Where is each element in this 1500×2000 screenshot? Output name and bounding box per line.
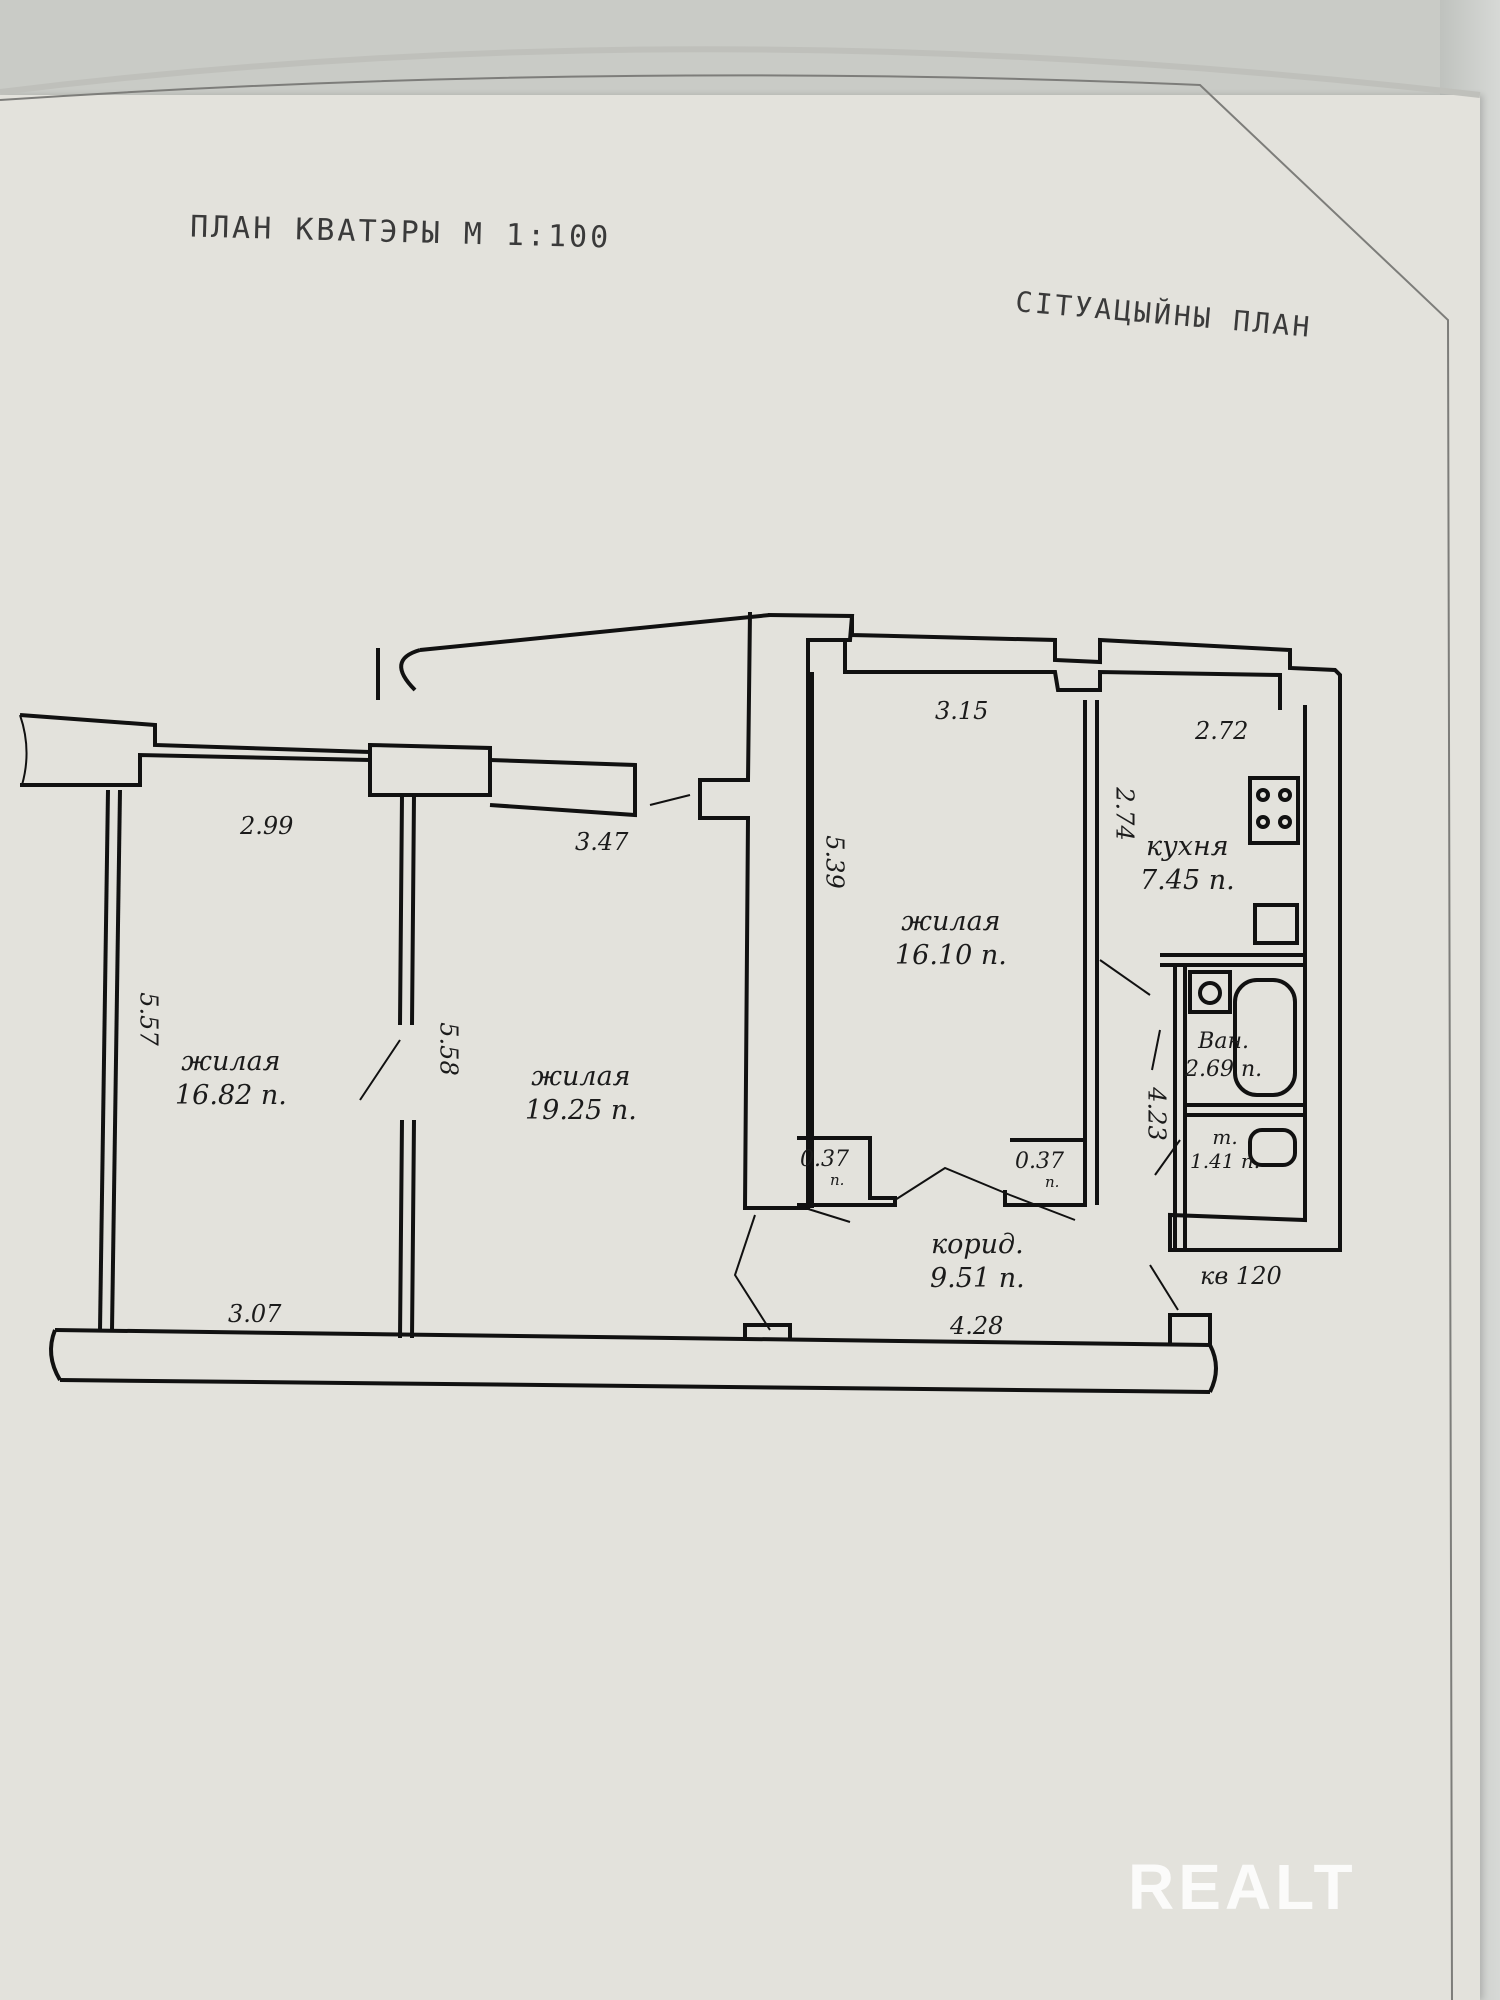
room-living-left: жилая 16.82 п. xyxy=(175,1045,287,1113)
room-toilet: т. 1.41 п. xyxy=(1190,1125,1260,1173)
dim-right-height: 5.39 xyxy=(820,835,849,889)
room-corridor: корид. 9.51 п. xyxy=(930,1228,1025,1296)
room-bath: Ван. 2.69 п. xyxy=(1185,1028,1262,1084)
dim-right-top: 3.15 xyxy=(935,697,989,725)
room-area: 9.51 п. xyxy=(930,1263,1025,1294)
room-name: т. xyxy=(1212,1125,1238,1149)
room-area: 1.41 п. xyxy=(1190,1149,1261,1173)
room-name: жилая xyxy=(181,1046,281,1077)
dim-bath-height: 4.23 xyxy=(1142,1087,1171,1141)
dim-left-bottom: 3.07 xyxy=(228,1300,282,1328)
room-area: 19.25 п. xyxy=(525,1095,637,1126)
closet-unit: п. xyxy=(830,1171,845,1189)
room-name: жилая xyxy=(531,1061,631,1092)
dim-kitchen-top: 2.72 xyxy=(1195,717,1249,745)
room-name: жилая xyxy=(901,906,1001,937)
dim-mid-height: 5.58 xyxy=(434,1022,463,1076)
room-living-mid: жилая 19.25 п. xyxy=(525,1060,637,1128)
closet-area: 0.37 xyxy=(800,1147,849,1172)
room-name: корид. xyxy=(930,1229,1024,1260)
dim-kitchen-height: 2.74 xyxy=(1110,787,1139,841)
dim-left-height: 5.57 xyxy=(134,992,163,1046)
realt-watermark: REALT xyxy=(1128,1851,1357,1923)
closet-right: 0.37 п. xyxy=(1015,1149,1064,1192)
dim-mid-top: 3.47 xyxy=(575,828,629,856)
room-area: 2.69 п. xyxy=(1185,1057,1263,1082)
room-name: Ван. xyxy=(1198,1029,1249,1054)
room-kitchen: кухня 7.45 п. xyxy=(1140,830,1235,898)
dim-left-top: 2.99 xyxy=(240,812,294,840)
closet-area: 0.37 xyxy=(1015,1149,1064,1174)
closet-unit: п. xyxy=(1045,1173,1060,1191)
closet-left: 0.37 п. xyxy=(800,1147,849,1190)
room-living-right: жилая 16.10 п. xyxy=(895,905,1007,973)
room-area: 16.10 п. xyxy=(895,940,1007,971)
room-name: кухня xyxy=(1145,831,1229,862)
apartment-number: кв 120 xyxy=(1200,1262,1282,1290)
room-area: 7.45 п. xyxy=(1140,865,1235,896)
dim-corridor-bottom: 4.28 xyxy=(950,1312,1004,1340)
room-area: 16.82 п. xyxy=(175,1080,287,1111)
